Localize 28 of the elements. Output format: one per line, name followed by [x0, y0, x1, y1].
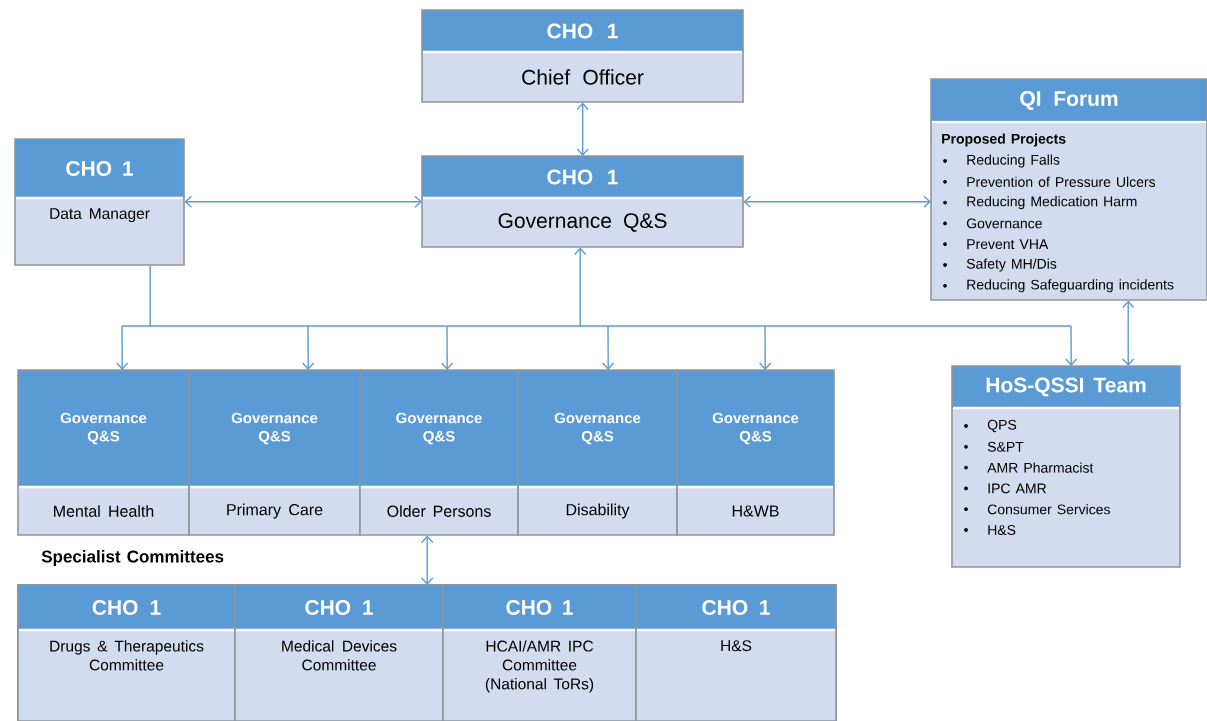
arrow	[601, 325, 615, 370]
bus-line	[121, 325, 1072, 327]
arrow	[440, 325, 454, 370]
org-box: CHO 1 Data Manager	[14, 138, 185, 266]
org-box: CHO 1 Medical Devices Committee	[234, 584, 444, 721]
arrow	[574, 247, 587, 328]
arrow	[302, 325, 315, 370]
org-box: CHO 1 Drugs & Therapeutics Committee	[17, 584, 236, 721]
node-label: Specialist Committees	[41, 550, 224, 566]
org-box: Governance Q&S Disability	[517, 369, 678, 536]
arrow	[421, 535, 434, 585]
arrow	[576, 102, 589, 156]
org-box: Governance Q&S Mental Health	[17, 369, 190, 536]
org-box: CHO 1 Governance Q&S	[421, 155, 744, 248]
org-box: Governance Q&S H&WB	[676, 369, 835, 536]
org-box: CHO 1 Chief Officer	[421, 9, 744, 103]
arrow	[758, 325, 772, 370]
org-box: Governance Q&S Older Persons	[359, 369, 519, 536]
org-box: CHO 1 H&S	[635, 584, 837, 721]
arrow	[743, 195, 931, 208]
arrow	[184, 195, 422, 208]
org-box: Governance Q&S Primary Care	[188, 369, 361, 536]
org-box: CHO 1 HCAI/AMR IPC Committee (National ToRs)	[442, 584, 637, 721]
org-box: HoS-QSSI Team QPS S&PT AMR Pharmacist IPC AMR Consumer Services H&S	[951, 365, 1181, 568]
arrow	[1122, 300, 1135, 366]
arrow	[1065, 325, 1078, 366]
arrow	[115, 325, 129, 370]
org-box: QI Forum Proposed Projects Reducing Falls Prevention of Pressure Ulcers Reducing Medication Harm Governance Prevent VHA Safety MH/Dis Reducing Safeguarding incidents	[930, 78, 1207, 301]
